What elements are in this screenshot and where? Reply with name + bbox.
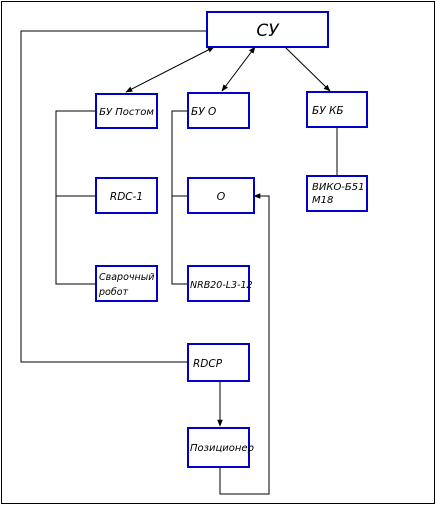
node-rdc1: RDC-1 (95, 177, 158, 214)
node-bu-kb-label: БУ КБ (312, 105, 344, 117)
node-positioner: Позиционер (187, 427, 254, 468)
node-su-label: СУ (256, 21, 280, 41)
link-bu-o-bus (171, 110, 188, 285)
node-viko-label-1: ВИКО-Б51 (312, 182, 365, 193)
link-su-rdcp (20, 30, 207, 363)
node-welding-robot: Сварочный робот (95, 265, 158, 302)
link-positioner-o (219, 193, 270, 495)
node-rdc1-label: RDC-1 (110, 191, 143, 203)
node-welding-robot-label-1: Сварочный (99, 272, 154, 283)
link-su-bu-kb (284, 46, 331, 92)
connectors (20, 30, 338, 495)
node-rdcp-label: RDCP (193, 358, 223, 370)
node-nr: NRB20-L3-12 (187, 265, 253, 302)
node-nr-label: NRB20-L3-12 (190, 280, 253, 291)
node-rdcp: RDCP (187, 343, 250, 382)
node-viko-label-2: М18 (312, 195, 333, 206)
node-welding-robot-label-2: робот (98, 287, 129, 298)
node-bu-o: БУ О (187, 92, 250, 129)
link-bu-postom-bus (55, 110, 96, 285)
link-su-bu-o (221, 46, 256, 92)
node-positioner-label: Позиционер (190, 443, 254, 454)
link-su-bu-postom (125, 46, 215, 93)
node-o: O (187, 177, 255, 214)
node-bu-kb: БУ КБ (306, 91, 368, 128)
node-viko: ВИКО-Б51 М18 (306, 175, 368, 212)
node-bu-postom: БУ Постом (95, 93, 158, 129)
node-su: СУ (206, 11, 329, 48)
node-o-label: O (217, 190, 226, 203)
node-bu-postom-label: БУ Постом (99, 107, 154, 118)
node-bu-o-label: БУ О (191, 106, 216, 118)
